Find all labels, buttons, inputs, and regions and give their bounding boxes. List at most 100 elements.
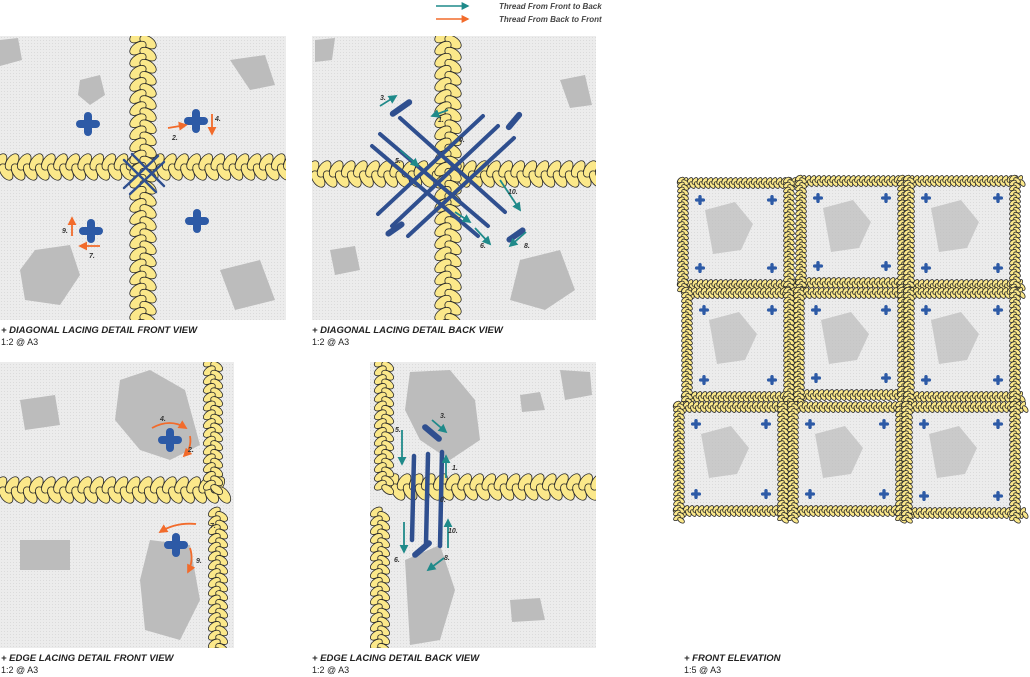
button-bar (924, 262, 928, 274)
elevation-panel (786, 400, 915, 524)
elevation-panel (672, 400, 796, 524)
stitch-bar (422, 424, 442, 442)
panel-diagonal-back: 3. 5. 6. 8. 1. 0. 10. + DIAGONAL LACING … (312, 36, 596, 347)
rope-strand (277, 163, 286, 181)
rope-strand (214, 650, 229, 664)
button-bar (764, 488, 768, 500)
elevation-panel (676, 176, 800, 295)
panel-scale: 1:5 @ A3 (684, 665, 721, 675)
thread-arrows (67, 114, 217, 251)
step-label: 3. (380, 95, 386, 102)
patch (560, 75, 592, 108)
panel-title: + FRONT ELEVATION (684, 653, 782, 664)
rope-strand (287, 161, 306, 182)
patch (931, 312, 979, 364)
rope-strand (781, 517, 789, 524)
step-label: 4. (159, 416, 166, 423)
panel-scale: 1:2 @ A3 (1, 665, 38, 675)
rope-vertical (370, 506, 391, 648)
rope-strand (210, 484, 224, 495)
patch (520, 392, 545, 412)
step-label: 2. (171, 135, 178, 142)
panel-title: + DIAGONAL LACING DETAIL FRONT VIEW (1, 325, 198, 336)
patch (78, 75, 105, 105)
button-bar (702, 304, 706, 316)
thread-arrows (397, 419, 453, 572)
legend-front-to-back: Thread From Front to Back (436, 2, 602, 11)
stitch-bar (412, 540, 432, 558)
button-bar (166, 428, 174, 452)
panel-scale: 1:2 @ A3 (312, 665, 349, 675)
step-label: 6. (480, 243, 486, 250)
button-bar (808, 418, 812, 430)
elevation-panel (902, 174, 1026, 298)
button-icon (185, 209, 209, 233)
patch (230, 55, 275, 90)
legend-back-to-front: Thread From Back to Front (436, 15, 602, 24)
button-bar (884, 260, 888, 272)
button-icon (164, 533, 188, 557)
rope-strand (1013, 517, 1021, 524)
button-bar (996, 418, 1000, 430)
rope-vertical (202, 362, 224, 495)
patch (0, 38, 22, 66)
patch (709, 312, 757, 364)
panel-title: + EDGE LACING DETAIL FRONT VIEW (1, 653, 175, 664)
patch (405, 370, 480, 460)
patch (931, 200, 979, 252)
elevation-panel (680, 286, 799, 410)
thread-arrows (379, 95, 527, 248)
button-bar (702, 374, 706, 386)
button-bar (924, 374, 928, 386)
rope-strand (139, 313, 157, 320)
patch (20, 245, 80, 305)
button-bar (882, 488, 886, 500)
edge-lacing (409, 449, 445, 549)
button-bar (924, 192, 928, 204)
rope-strand (283, 153, 286, 171)
step-label: 4. (214, 116, 221, 123)
patch (220, 260, 275, 310)
button-bar (172, 533, 180, 557)
step-label: 7. (210, 523, 216, 530)
panel-title: + DIAGONAL LACING DETAIL BACK VIEW (312, 325, 504, 336)
button-bar (694, 418, 698, 430)
patch (701, 426, 749, 478)
button-bar (816, 192, 820, 204)
patch (20, 540, 70, 570)
button-bar (84, 112, 92, 136)
button-bar (764, 418, 768, 430)
button-bar (770, 194, 774, 206)
step-label: 6. (394, 557, 400, 564)
patch (560, 370, 592, 400)
button-bar (193, 209, 201, 233)
button-bar (882, 418, 886, 430)
rope-strand (381, 484, 395, 495)
button-bar (884, 372, 888, 384)
button-bar (884, 304, 888, 316)
button-bar (770, 374, 774, 386)
step-label: 2. (187, 447, 194, 454)
button-bar (192, 109, 200, 133)
patch (140, 540, 200, 640)
elevation-grid (672, 174, 1029, 524)
step-label: 5. (395, 158, 401, 165)
patch (815, 426, 863, 478)
button-bar (996, 192, 1000, 204)
stitch-bar (505, 111, 523, 131)
patch (821, 312, 869, 364)
step-label: 10. (448, 528, 458, 535)
button-bar (698, 194, 702, 206)
button-bar (808, 488, 812, 500)
diagonal-lacing (122, 152, 166, 196)
rope-vertical (373, 362, 395, 495)
step-label: 8. (524, 243, 530, 250)
step-label: 9. (196, 558, 202, 565)
button-bar (87, 219, 95, 243)
rope-strand (1022, 405, 1029, 413)
step-label: 5. (395, 427, 401, 434)
panel-scale: 1:2 @ A3 (1, 337, 38, 347)
button-bar (996, 304, 1000, 316)
elevation-panel (900, 400, 1029, 524)
